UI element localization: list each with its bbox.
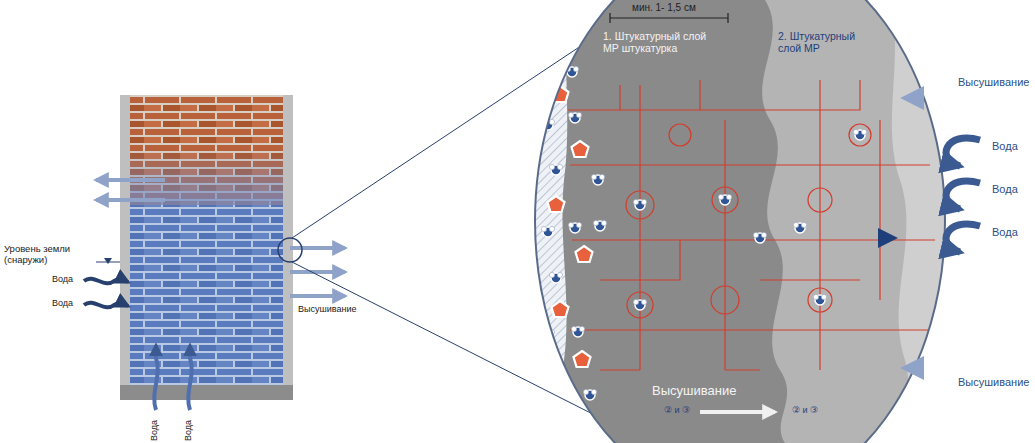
water-label: Вода <box>52 298 73 308</box>
brick-wall <box>120 95 293 400</box>
layer-label: 1. Штукатурный слой МР штукатурка <box>603 30 713 54</box>
layer-label: 2. Штукатурный слой МР <box>778 30 870 54</box>
water-label: Вода <box>992 140 1018 153</box>
drying-arrow <box>290 270 345 274</box>
capillary-network <box>568 80 935 370</box>
step-label: ② и ③ <box>792 405 818 415</box>
water-label: Вода <box>992 226 1018 239</box>
ground-marker <box>104 258 112 264</box>
drying-arrow <box>290 294 345 298</box>
water-label: Вода <box>183 420 193 441</box>
zoom-spot <box>278 238 302 262</box>
drying-arrow <box>96 198 165 202</box>
drying-label: Высушивание <box>958 76 1029 89</box>
water-label: Вода <box>52 274 73 284</box>
drying-label: Высушивание <box>958 376 1029 389</box>
water-arrow <box>154 345 157 410</box>
drying-label: Высушивание <box>298 304 356 314</box>
magnified-section <box>530 0 950 443</box>
drying-arrow <box>905 95 1005 101</box>
drying-arrow <box>96 178 165 182</box>
drying-arrow <box>290 246 345 250</box>
water-arrow <box>84 279 128 284</box>
water-return-arrow <box>946 138 980 252</box>
water-arrow <box>188 345 191 410</box>
drying-label: Высушивание <box>652 384 736 399</box>
ground-level-label: Уровень земли (снаружи) <box>4 244 92 266</box>
step-label: ② и ③ <box>664 405 690 415</box>
water-label: Вода <box>992 183 1018 196</box>
water-label: Вода <box>149 420 159 441</box>
water-arrow <box>84 303 128 308</box>
dimension-label: мин. 1- 1,5 см <box>632 2 696 14</box>
zoom-circle <box>535 0 945 443</box>
drying-arrow <box>905 365 1005 371</box>
dimension-bar <box>610 13 728 23</box>
